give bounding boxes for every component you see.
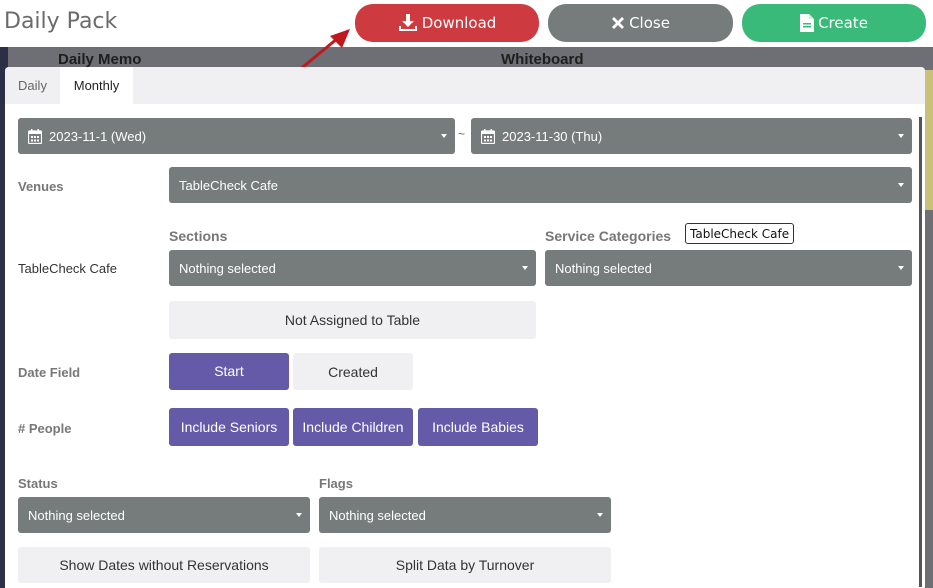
whiteboard-heading: Whiteboard xyxy=(501,51,584,68)
calendar-icon xyxy=(481,128,495,144)
tab-bar: Daily Monthly xyxy=(5,67,925,104)
status-value: Nothing selected xyxy=(28,507,125,523)
venue-tooltip: TableCheck Cafe xyxy=(685,223,795,244)
close-button[interactable]: Close xyxy=(548,4,733,42)
create-button[interactable]: Create xyxy=(742,4,926,42)
sections-label: Sections xyxy=(169,228,228,244)
sections-select[interactable]: Nothing selected xyxy=(169,250,536,286)
flags-select[interactable]: Nothing selected xyxy=(319,497,611,533)
venues-select[interactable]: TableCheck Cafe xyxy=(169,167,912,203)
date-field-label: Date Field xyxy=(18,365,81,380)
service-categories-select[interactable]: Nothing selected xyxy=(545,250,912,286)
date-field-created-button[interactable]: Created xyxy=(293,353,413,390)
download-label: Download xyxy=(421,14,497,32)
daily-memo-heading: Daily Memo xyxy=(58,51,142,68)
include-children-button[interactable]: Include Children xyxy=(293,408,413,446)
sections-value: Nothing selected xyxy=(179,260,276,276)
chevron-down-icon xyxy=(522,266,528,270)
venue-row-name: TableCheck Cafe xyxy=(18,261,117,276)
flags-label: Flags xyxy=(319,476,353,491)
modal-scrollbar[interactable] xyxy=(919,117,922,587)
service-categories-label: Service Categories xyxy=(545,228,672,244)
venues-value: TableCheck Cafe xyxy=(179,177,278,193)
service-categories-value: Nothing selected xyxy=(555,260,652,276)
date-field-start-button[interactable]: Start xyxy=(169,353,289,390)
chevron-down-icon xyxy=(296,513,302,517)
include-seniors-button[interactable]: Include Seniors xyxy=(169,408,289,446)
file-icon xyxy=(800,14,815,32)
not-assigned-to-table-button[interactable]: Not Assigned to Table xyxy=(169,301,536,339)
tab-daily[interactable]: Daily xyxy=(18,78,47,93)
create-label: Create xyxy=(818,14,868,32)
venues-label: Venues xyxy=(18,179,64,194)
status-label: Status xyxy=(18,476,58,491)
chevron-down-icon xyxy=(441,134,447,138)
flags-value: Nothing selected xyxy=(329,507,426,523)
end-date-value: 2023-11-30 (Thu) xyxy=(502,128,603,144)
end-date-picker[interactable]: 2023-11-30 (Thu) xyxy=(471,118,912,154)
chevron-down-icon xyxy=(898,134,904,138)
chevron-down-icon xyxy=(898,183,904,187)
chevron-down-icon xyxy=(597,513,603,517)
background-panel-edge xyxy=(925,70,933,210)
date-range-separator: ~ xyxy=(458,127,466,141)
status-select[interactable]: Nothing selected xyxy=(18,497,310,533)
include-babies-button[interactable]: Include Babies xyxy=(418,408,538,446)
download-icon xyxy=(398,14,417,31)
daily-pack-modal: Daily Monthly 2023-11-1 (Wed) ~ 2023-11-… xyxy=(5,67,925,588)
calendar-icon xyxy=(28,128,42,144)
close-icon xyxy=(612,17,625,29)
tab-monthly[interactable]: Monthly xyxy=(60,67,133,104)
background-sidebar xyxy=(0,47,8,588)
start-date-picker[interactable]: 2023-11-1 (Wed) xyxy=(18,118,455,154)
split-data-by-turnover-button[interactable]: Split Data by Turnover xyxy=(319,547,611,583)
download-button[interactable]: Download xyxy=(355,4,539,42)
close-label: Close xyxy=(629,14,670,32)
start-date-value: 2023-11-1 (Wed) xyxy=(49,128,147,144)
show-dates-without-reservations-button[interactable]: Show Dates without Reservations xyxy=(18,547,310,583)
chevron-down-icon xyxy=(898,266,904,270)
people-label: # People xyxy=(18,421,72,436)
page-title: Daily Pack xyxy=(4,9,118,34)
